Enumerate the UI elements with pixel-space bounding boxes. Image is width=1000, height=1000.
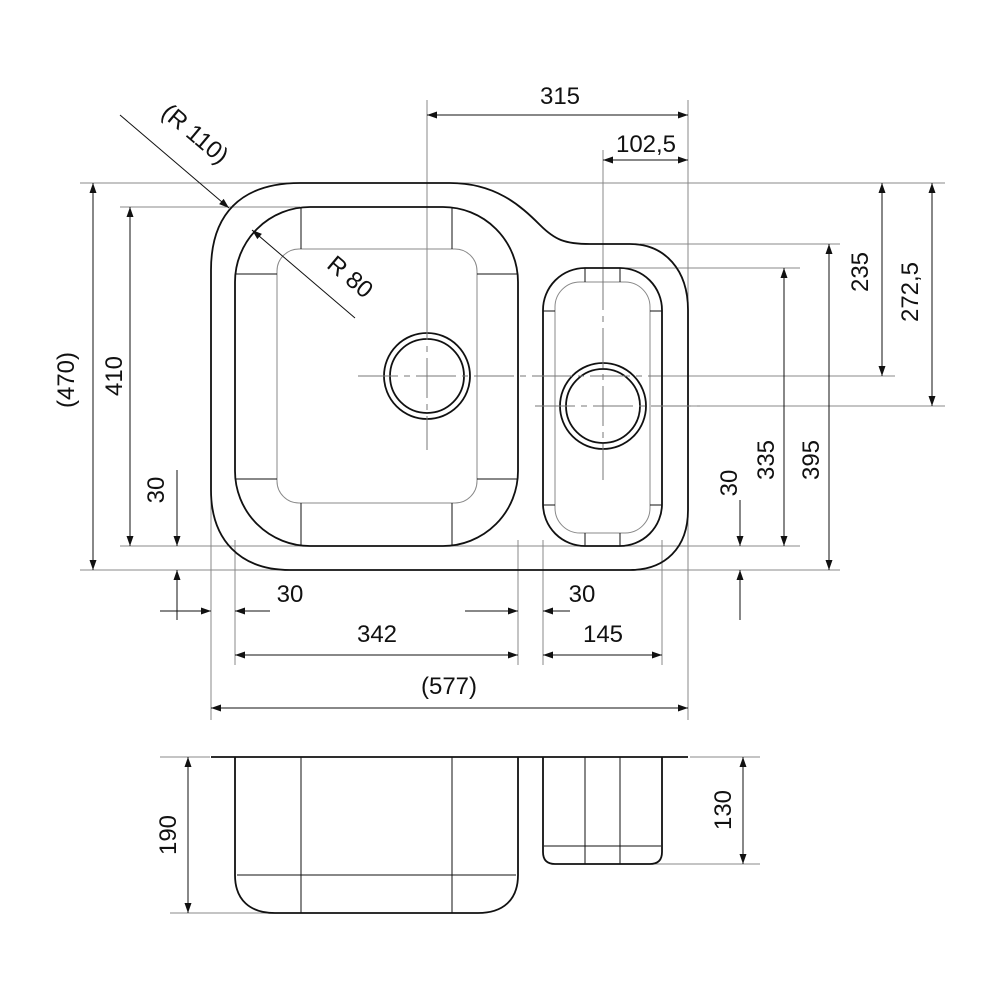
dim-102-5: 102,5 xyxy=(616,131,676,158)
dimension-lines xyxy=(89,111,936,913)
dim-30-left: 30 xyxy=(143,477,170,504)
dim-315: 315 xyxy=(540,83,580,110)
sink-section-view xyxy=(211,756,688,914)
dim-190: 190 xyxy=(155,815,182,855)
dim-335: 335 xyxy=(753,440,780,480)
dim-577: (577) xyxy=(421,673,477,700)
dim-30-bottom-left: 30 xyxy=(277,581,304,608)
dim-r80: R 80 xyxy=(322,251,378,304)
dimension-labels: 315 102,5 (R 110) R 80 235 272,5 (470) 4… xyxy=(53,83,924,855)
dim-130: 130 xyxy=(710,790,737,830)
dim-235: 235 xyxy=(847,252,874,292)
dim-r110: (R 110) xyxy=(156,99,233,170)
dim-395: 395 xyxy=(798,440,825,480)
dim-342: 342 xyxy=(357,621,397,648)
dim-30-bottom-right: 30 xyxy=(569,581,596,608)
extension-lines xyxy=(80,100,945,914)
sink-plan-view xyxy=(210,182,700,571)
dim-30-right: 30 xyxy=(716,470,743,497)
dim-145: 145 xyxy=(583,621,623,648)
dim-470: (470) xyxy=(53,352,80,408)
dim-272-5: 272,5 xyxy=(897,262,924,322)
dim-410: 410 xyxy=(101,356,128,396)
